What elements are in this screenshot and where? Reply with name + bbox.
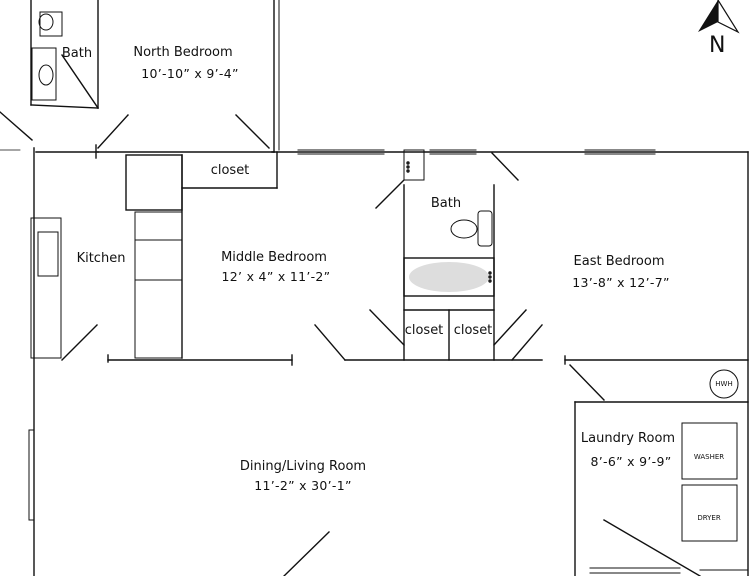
label-center-bath: Bath [430, 196, 462, 211]
label-north-bedroom: North Bedroom [133, 45, 233, 60]
label-washer: WASHER [693, 453, 725, 461]
dim-east-bedroom: 13’-8” x 12’-7” [572, 275, 670, 290]
dim-laundry-room: 8’-6” x 9’-9” [590, 454, 672, 469]
east-walls [569, 151, 749, 576]
dim-middle-bedroom: 12’ x 4” x 11’-2” [221, 269, 331, 284]
label-middle-bedroom: Middle Bedroom [221, 250, 327, 265]
label-water-heater: HWH [715, 380, 733, 388]
north-arrow-icon [698, 0, 740, 34]
dim-dining-living: 11’-2” x 30’-1” [254, 478, 352, 493]
north-bedroom-walls [97, 0, 280, 153]
top-interior-wall [0, 111, 749, 159]
label-closet-left: closet [404, 323, 444, 338]
north-bath-walls [30, 0, 99, 109]
kitchen-cabinets [125, 151, 278, 359]
label-dryer: DRYER [697, 514, 721, 522]
label-closet-right: closet [453, 323, 493, 338]
north-label: N [709, 33, 726, 58]
label-north-bath: Bath [61, 46, 93, 61]
dim-north-bedroom: 10’-10” x 9’-4” [141, 66, 239, 81]
middle-horizontal-wall [107, 324, 749, 366]
living-room-door [283, 531, 330, 576]
label-laundry-room: Laundry Room [580, 431, 676, 446]
left-exterior-wall [28, 147, 98, 576]
label-kitchen: Kitchen [76, 251, 126, 266]
label-closet-top: closet [210, 163, 250, 178]
label-east-bedroom: East Bedroom [573, 254, 665, 269]
label-dining-living: Dining/Living Room [239, 459, 367, 474]
laundry-fixtures [681, 369, 739, 542]
center-bath [369, 149, 527, 361]
